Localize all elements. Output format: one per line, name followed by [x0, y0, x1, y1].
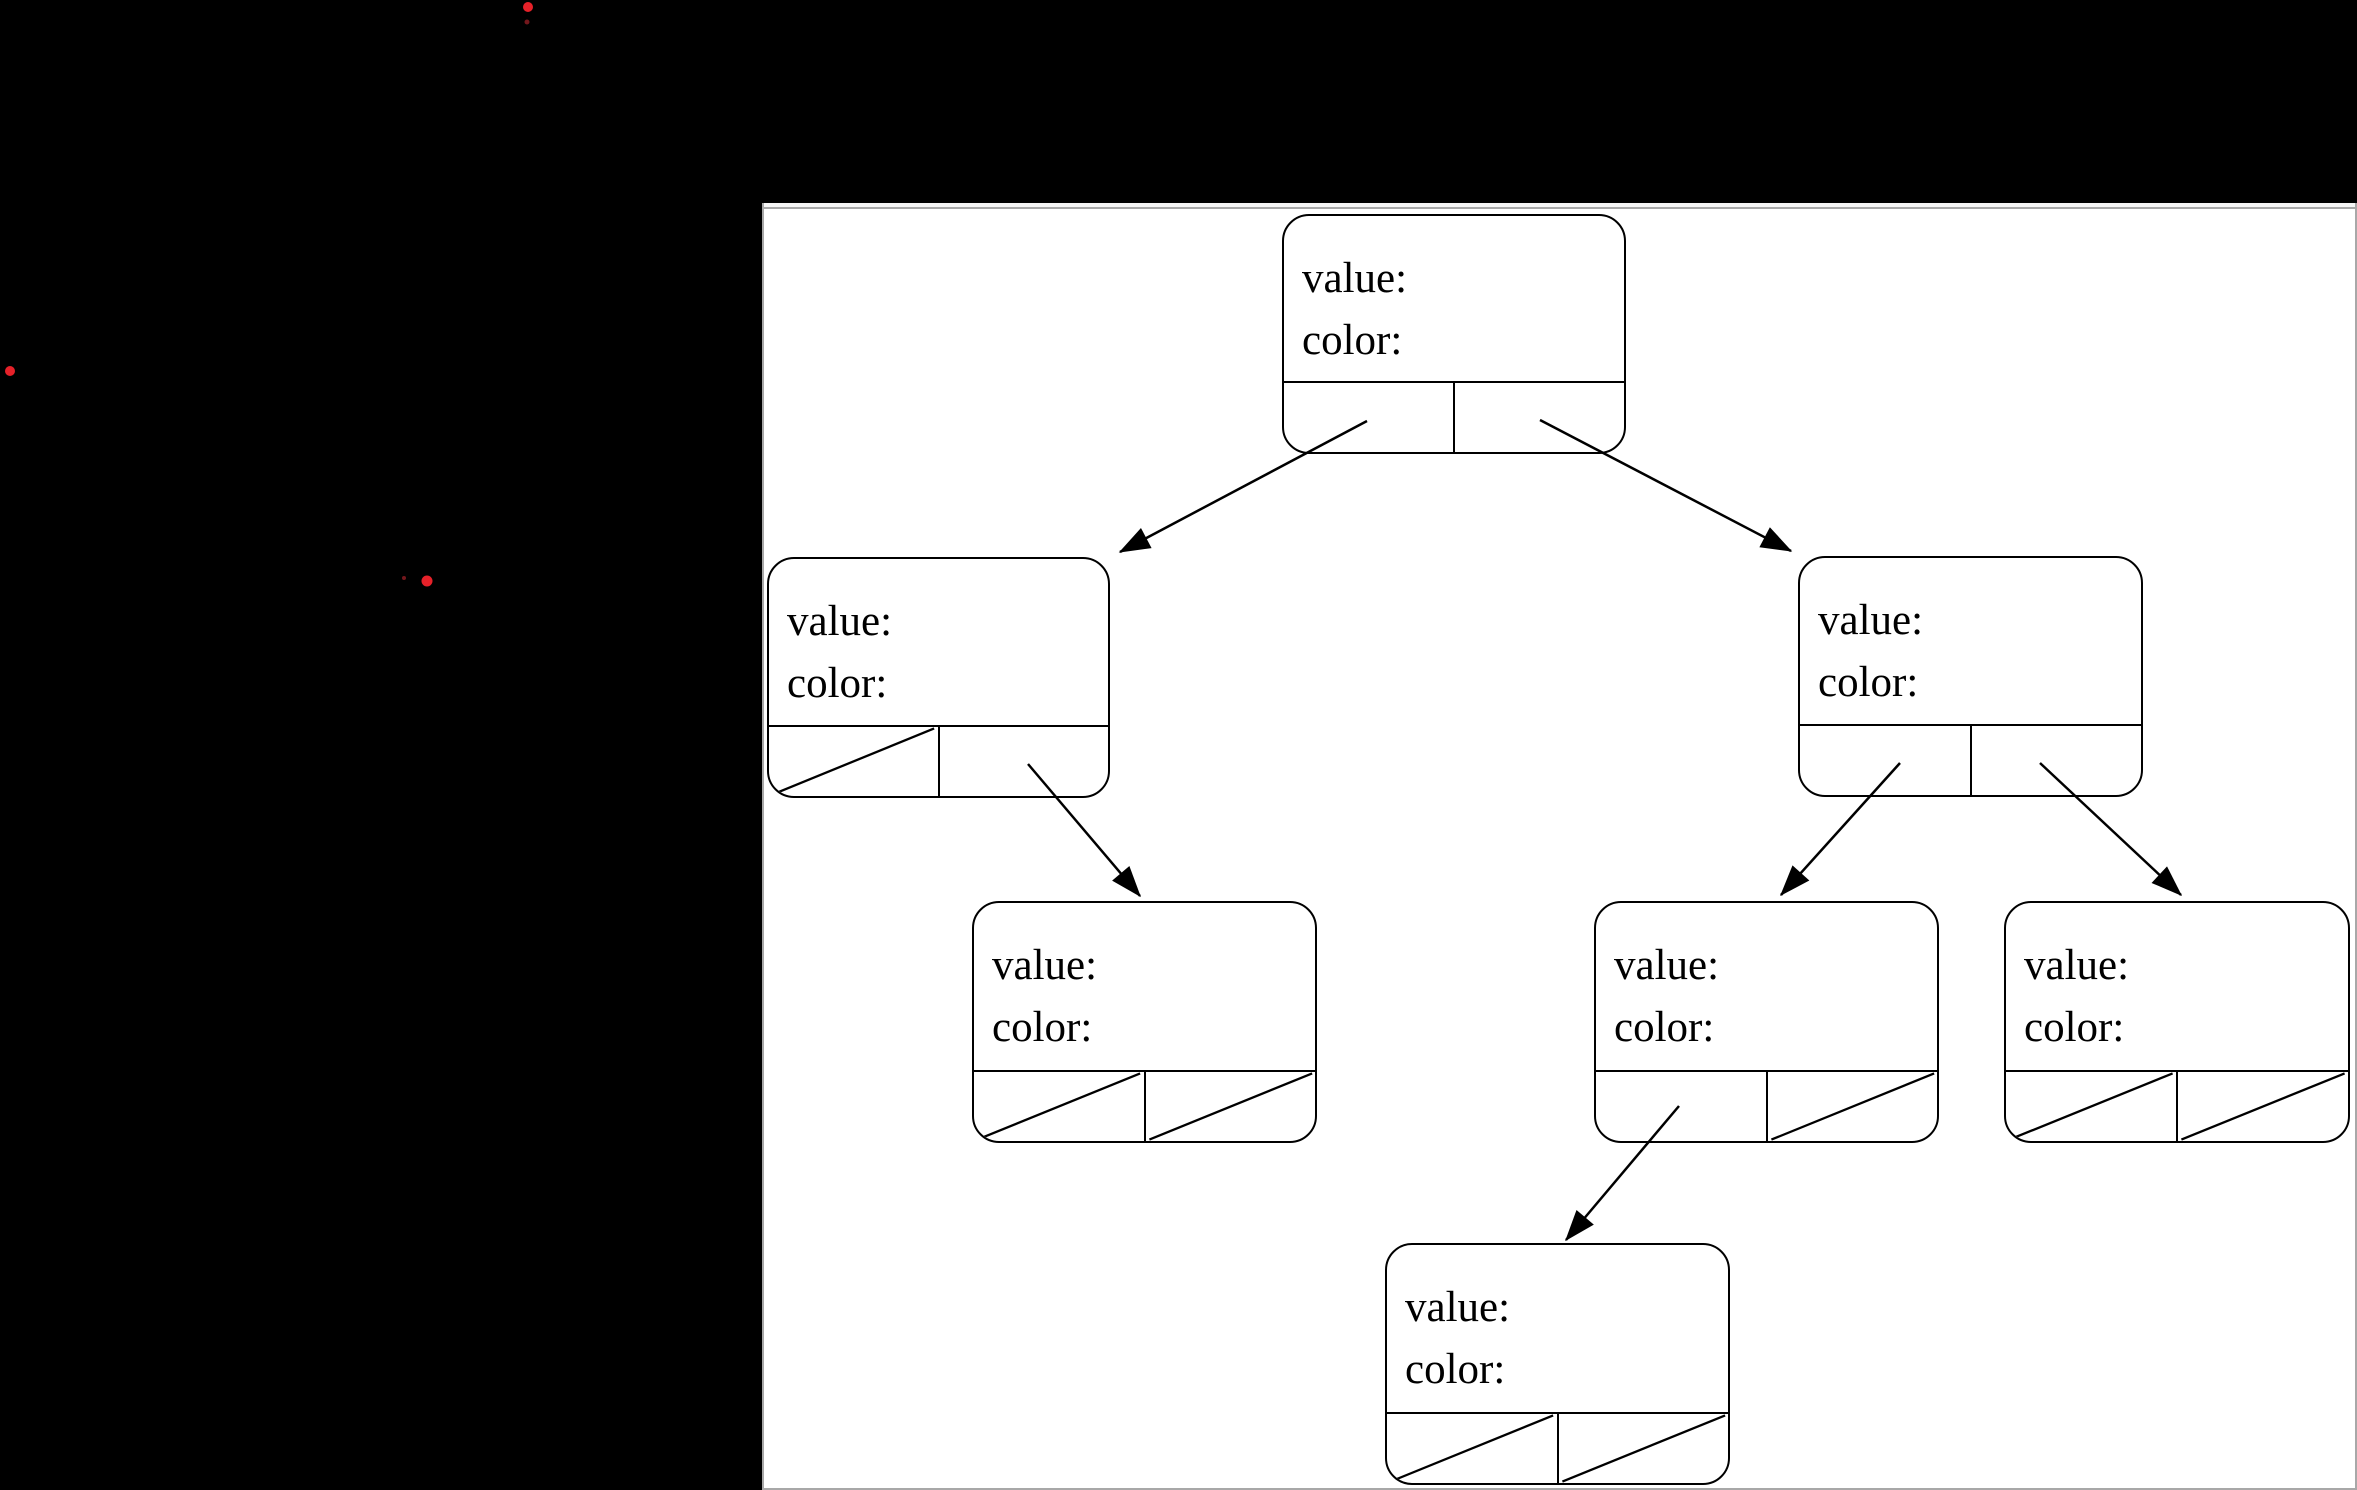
color-field-label: color: [1818, 659, 1919, 706]
right-child-pointer-cell [1768, 1072, 1938, 1141]
tree-node-root: value: color: [1282, 214, 1626, 454]
right-child-pointer-cell [1146, 1072, 1316, 1141]
null-pointer-slash-icon [1146, 1072, 1316, 1141]
left-child-pointer-cell [1800, 726, 1972, 795]
null-pointer-slash-icon [974, 1072, 1144, 1141]
value-field-label: value: [2024, 942, 2130, 989]
tree-node-left-right-grandchild: value: color: [972, 901, 1317, 1143]
left-child-pointer-cell [769, 727, 940, 796]
value-field-label: value: [1818, 597, 1924, 644]
red-dot [523, 2, 533, 12]
node-fields: value: color: [974, 903, 1315, 1070]
node-fields: value: color: [1387, 1245, 1728, 1412]
node-fields: value: color: [1800, 558, 2141, 724]
right-child-pointer-cell [940, 727, 1109, 796]
right-child-pointer-cell [1559, 1414, 1729, 1483]
node-fields: value: color: [2006, 903, 2348, 1070]
tree-node-right-left-grandchild: value: color: [1594, 901, 1939, 1143]
red-dot [524, 19, 530, 25]
value-field-label: value: [787, 598, 893, 645]
color-field-label: color: [1405, 1346, 1506, 1393]
color-field-label: color: [787, 660, 888, 707]
tree-node-great-grandchild: value: color: [1385, 1243, 1730, 1485]
tree-node-left-child: value: color: [767, 557, 1110, 798]
color-field-label: color: [992, 1004, 1093, 1051]
left-child-pointer-cell [974, 1072, 1146, 1141]
tree-node-right-child: value: color: [1798, 556, 2143, 797]
color-field-label: color: [1614, 1004, 1715, 1051]
null-pointer-slash-icon [769, 727, 938, 796]
null-pointer-slash-icon [1768, 1072, 1938, 1141]
left-child-pointer-cell [1596, 1072, 1768, 1141]
node-fields: value: color: [769, 559, 1108, 725]
tree-node-right-right-grandchild: value: color: [2004, 901, 2350, 1143]
left-child-pointer-cell [2006, 1072, 2178, 1141]
left-child-pointer-cell [1387, 1414, 1559, 1483]
window-top-edge [764, 203, 2355, 209]
value-field-label: value: [1614, 942, 1720, 989]
right-child-pointer-cell [1455, 383, 1624, 452]
right-child-pointer-cell [2178, 1072, 2348, 1141]
red-dot [421, 575, 433, 587]
red-dot [5, 366, 15, 376]
null-pointer-slash-icon [1387, 1414, 1557, 1483]
pointer-row [769, 725, 1108, 796]
pointer-row [1284, 381, 1624, 452]
pointer-row [1596, 1070, 1937, 1141]
color-field-label: color: [1302, 317, 1403, 364]
pointer-row [2006, 1070, 2348, 1141]
value-field-label: value: [992, 942, 1098, 989]
node-fields: value: color: [1284, 216, 1624, 381]
pointer-row [1800, 724, 2141, 795]
null-pointer-slash-icon [1559, 1414, 1729, 1483]
null-pointer-slash-icon [2178, 1072, 2348, 1141]
pointer-row [1387, 1412, 1728, 1483]
null-pointer-slash-icon [2006, 1072, 2176, 1141]
node-fields: value: color: [1596, 903, 1937, 1070]
left-child-pointer-cell [1284, 383, 1455, 452]
red-dot [402, 576, 406, 580]
pointer-row [974, 1070, 1315, 1141]
value-field-label: value: [1302, 255, 1408, 302]
value-field-label: value: [1405, 1284, 1511, 1331]
color-field-label: color: [2024, 1004, 2125, 1051]
right-child-pointer-cell [1972, 726, 2142, 795]
